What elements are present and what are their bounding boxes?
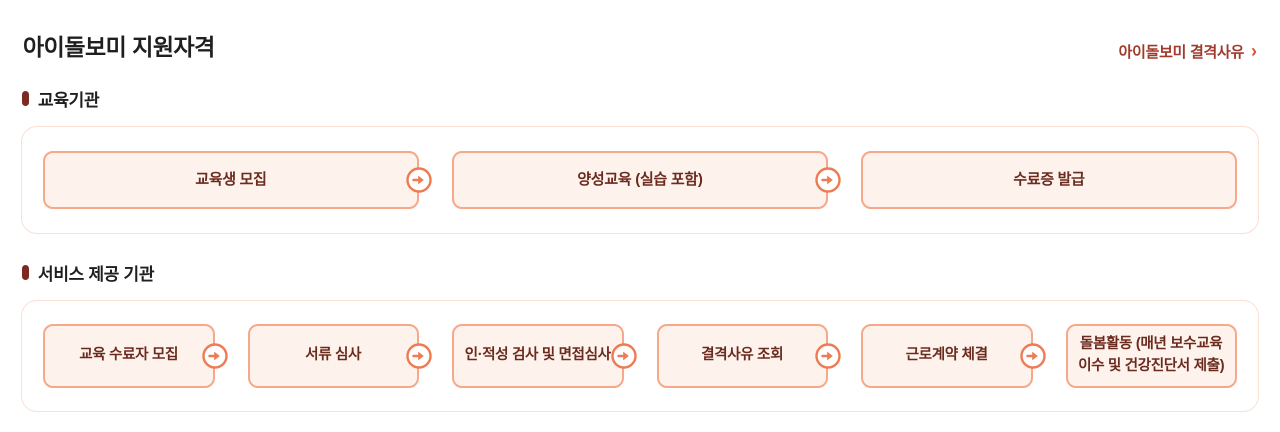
arrow-right-circle-icon	[610, 343, 637, 369]
flow-row: 교육 수료자 모집 서류 심사	[43, 324, 1237, 388]
flow-container: 교육생 모집 양성교육 (실습 포함)	[21, 126, 1259, 234]
arrow-right-circle-icon	[815, 343, 841, 369]
step-label: 양성교육 (실습 포함)	[577, 170, 703, 188]
step-box: 인·적성 검사 및 면접심사	[452, 324, 637, 388]
step-label: 교육 수료자 모집	[79, 347, 179, 364]
page-header: 아이돌보미 지원자격 아이돌보미 결격사유 ›	[21, 28, 1259, 62]
section-heading: 서비스 제공 기관	[38, 265, 155, 284]
page: 아이돌보미 지원자격 아이돌보미 결격사유 › 교육기관 교육생 모집	[21, 28, 1259, 412]
disqualification-reasons-link-label: 아이돌보미 결격사유	[1118, 44, 1245, 61]
step-box: 교육생 모집	[43, 151, 432, 209]
section-education-institution: 교육기관 교육생 모집 양성교육 (실습 포함)	[21, 86, 1259, 234]
step-box: 서류 심사	[247, 324, 432, 388]
step-label: 교육생 모집	[195, 170, 267, 188]
flow-container: 교육 수료자 모집 서류 심사	[21, 300, 1259, 412]
step-box: 돌봄활동 (매년 보수교육 이수 및 건강진단서 제출)	[1065, 324, 1237, 388]
section-head: 교육기관	[22, 86, 1259, 111]
arrow-right-circle-icon	[406, 343, 432, 369]
arrow-right-circle-icon	[406, 167, 432, 193]
page-title: 아이돌보미 지원자격	[23, 34, 215, 60]
flow-row: 교육생 모집 양성교육 (실습 포함)	[43, 151, 1237, 209]
step-box: 수료증 발급	[861, 151, 1237, 209]
step-label: 결격사유 조회	[701, 347, 784, 364]
arrow-right-circle-icon	[201, 343, 228, 369]
step-box: 교육 수료자 모집	[43, 324, 228, 388]
step-label: 수료증 발급	[1013, 170, 1085, 188]
step-label: 서류 심사	[305, 347, 362, 364]
disqualification-reasons-link[interactable]: 아이돌보미 결격사유 ›	[1119, 41, 1257, 62]
arrow-right-circle-icon	[815, 167, 841, 193]
chevron-right-icon: ›	[1251, 40, 1257, 61]
section-bullet	[22, 91, 29, 106]
step-box: 근로계약 체결	[861, 324, 1046, 388]
step-label: 근로계약 체결	[905, 347, 988, 364]
section-service-institution: 서비스 제공 기관 교육 수료자 모집 서류 심사	[21, 260, 1259, 412]
step-label: 인·적성 검사 및 면접심사	[464, 347, 611, 364]
step-box: 결격사유 조회	[656, 324, 841, 388]
arrow-right-circle-icon	[1019, 343, 1046, 369]
step-box: 양성교육 (실습 포함)	[452, 151, 841, 209]
section-head: 서비스 제공 기관	[22, 260, 1259, 285]
section-bullet	[22, 265, 29, 280]
step-label: 돌봄활동 (매년 보수교육 이수 및 건강진단서 제출)	[1078, 336, 1225, 374]
section-heading: 교육기관	[38, 91, 100, 110]
